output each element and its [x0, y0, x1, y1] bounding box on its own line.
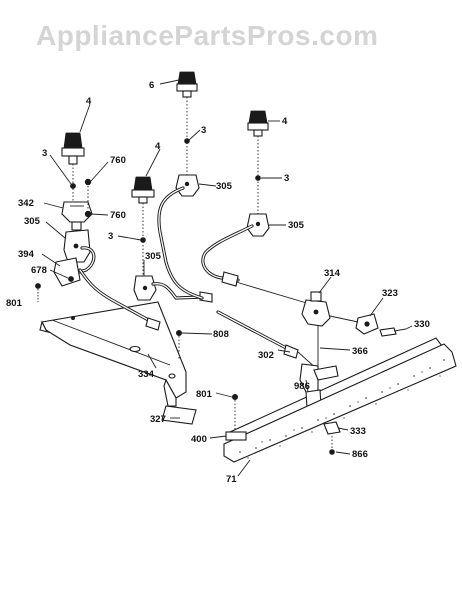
screw-3-top[interactable] [184, 138, 190, 144]
valve-body-305-center[interactable] [133, 275, 157, 301]
bracket-400[interactable] [225, 431, 247, 441]
label-305-left: 305 [24, 216, 41, 227]
knob-4-right[interactable] [247, 110, 269, 137]
label-801-left: 801 [6, 298, 23, 309]
label-314: 314 [324, 268, 341, 279]
fitting-986[interactable] [299, 363, 339, 395]
label-808: 808 [213, 329, 229, 340]
label-3-center: 3 [108, 231, 113, 242]
label-394: 394 [18, 249, 35, 260]
front-panel-71[interactable] [223, 343, 457, 463]
screw-866[interactable] [329, 436, 335, 455]
valve-body-305-right[interactable] [246, 213, 270, 237]
label-6: 6 [149, 80, 154, 91]
burner-tube-right[interactable] [201, 224, 254, 287]
knob-4-left[interactable] [61, 132, 85, 165]
label-4-right: 4 [282, 116, 288, 127]
label-366: 366 [352, 346, 368, 357]
label-866: 866 [352, 449, 368, 460]
burner-tube-top-center[interactable] [157, 186, 204, 300]
burner-tube-left[interactable] [78, 268, 161, 331]
label-334: 334 [138, 369, 155, 380]
label-4-center: 4 [155, 141, 161, 152]
label-3-left: 3 [42, 148, 47, 159]
screw-801-right[interactable] [231, 393, 238, 430]
label-323: 323 [382, 288, 398, 299]
screw-801-left[interactable] [35, 283, 41, 303]
label-986: 986 [294, 381, 310, 392]
label-330: 330 [414, 319, 430, 330]
label-760-upper: 760 [110, 155, 126, 166]
orifice-760-lower[interactable] [84, 210, 92, 218]
label-305-top: 305 [216, 181, 233, 192]
knob-6-top[interactable] [176, 71, 198, 98]
valve-clip-342[interactable] [61, 201, 93, 223]
label-3-right: 3 [284, 173, 289, 184]
panel-texture [239, 359, 445, 459]
label-3-top: 3 [201, 125, 206, 136]
label-342: 342 [18, 198, 34, 209]
tube-fitting-323[interactable] [355, 313, 379, 335]
label-305-center: 305 [145, 251, 162, 262]
valve-body-305-top[interactable] [175, 174, 200, 197]
valve-body-305-left[interactable] [63, 221, 91, 263]
cap-330[interactable] [379, 327, 407, 337]
screw-3-right[interactable] [255, 175, 261, 181]
spring-678[interactable] [68, 276, 74, 282]
label-678: 678 [31, 265, 47, 276]
watermark-text: AppliancePartsPros.com [36, 20, 378, 51]
orifice-760-upper[interactable] [84, 178, 92, 186]
label-305-right: 305 [288, 220, 305, 231]
label-400: 400 [191, 434, 207, 445]
label-71: 71 [226, 474, 237, 485]
label-333: 333 [350, 426, 366, 437]
leader-lines [41, 79, 413, 477]
manifold-pipe-302[interactable] [216, 310, 299, 359]
label-760-lower: 760 [110, 210, 126, 221]
manifold-bracket-334[interactable] [39, 301, 187, 407]
burner-tube-center[interactable] [151, 282, 213, 303]
knob-4-center[interactable] [131, 176, 155, 204]
screw-808[interactable] [175, 329, 182, 360]
label-302: 302 [258, 350, 274, 361]
label-801-right: 801 [196, 389, 213, 400]
clip-333[interactable] [323, 421, 341, 435]
label-327: 327 [150, 414, 166, 425]
regulator-valve-314[interactable] [301, 291, 331, 327]
label-4-left: 4 [86, 96, 92, 107]
bracket-plate-327[interactable] [161, 405, 197, 425]
